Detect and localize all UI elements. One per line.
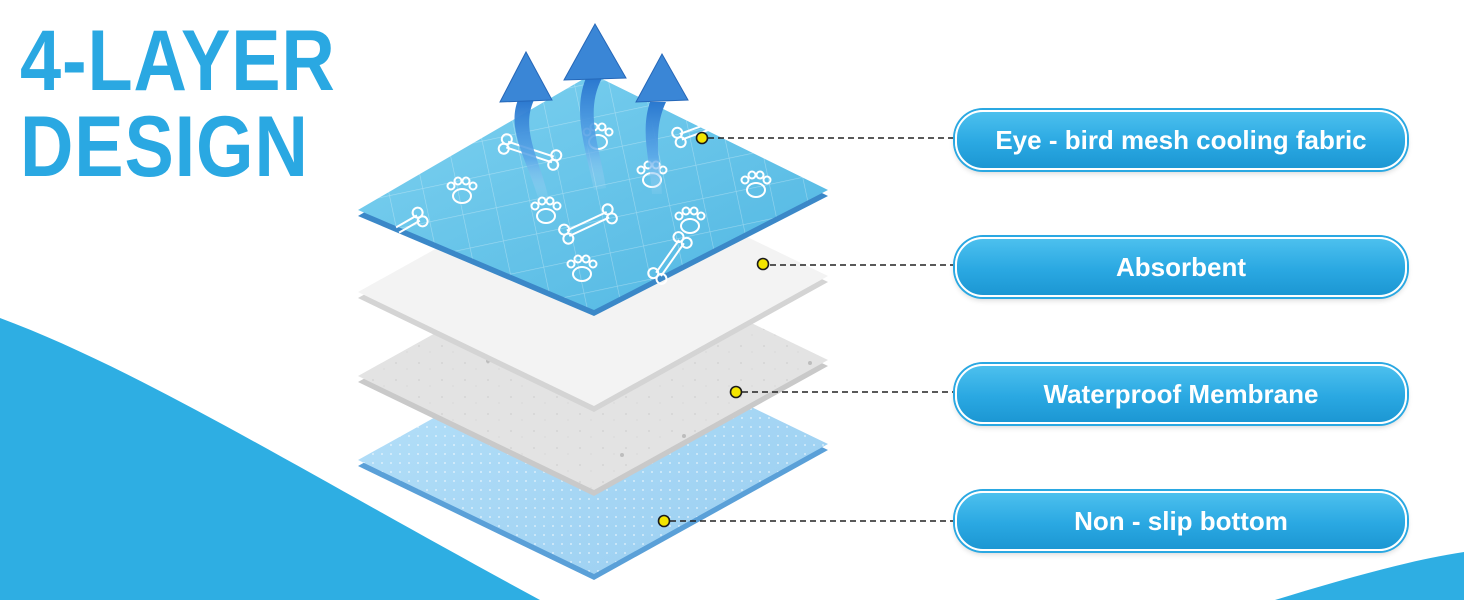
callout-absorbent: Absorbent [955,237,1407,297]
callout-waterproof-membrane: Waterproof Membrane [955,364,1407,424]
pointer-dot-2 [756,257,770,271]
callout-label: Eye - bird mesh cooling fabric [995,124,1367,155]
background-wave [0,318,540,600]
bone-icon [647,231,693,285]
paw-print-icon [446,176,478,204]
paw-print-icon [674,206,706,234]
arrow-up-icon [499,50,553,198]
callout-label: Absorbent [1116,251,1246,282]
callout-non-slip-bottom: Non - slip bottom [955,491,1407,551]
pointer-dot-1 [695,131,709,145]
bone-icon [671,123,709,149]
callout-label: Waterproof Membrane [1043,378,1319,409]
callout-label: Non - slip bottom [1074,505,1288,536]
bone-icon [395,206,429,234]
headline: 4-LAYER DESIGN [20,18,336,190]
paw-print-icon [530,196,562,224]
layer-cooling-fabric [358,74,828,316]
airflow-arrows [499,22,689,198]
leader-lines [670,137,955,522]
pointer-dot-4 [657,514,671,528]
paw-print-icon [740,170,772,198]
arrow-up-icon [635,52,689,194]
arrow-up-icon [563,22,627,190]
callout-cooling-fabric: Eye - bird mesh cooling fabric [955,110,1407,170]
bone-icon [558,203,618,245]
paw-print-icon [566,254,598,282]
background-wave-right [1275,552,1464,600]
headline-line-1: 4-LAYER [20,13,336,109]
pointer-dot-3 [729,385,743,399]
fabric-pattern [395,122,772,285]
pointer-dots [657,131,770,528]
headline-line-2: DESIGN [20,99,309,195]
